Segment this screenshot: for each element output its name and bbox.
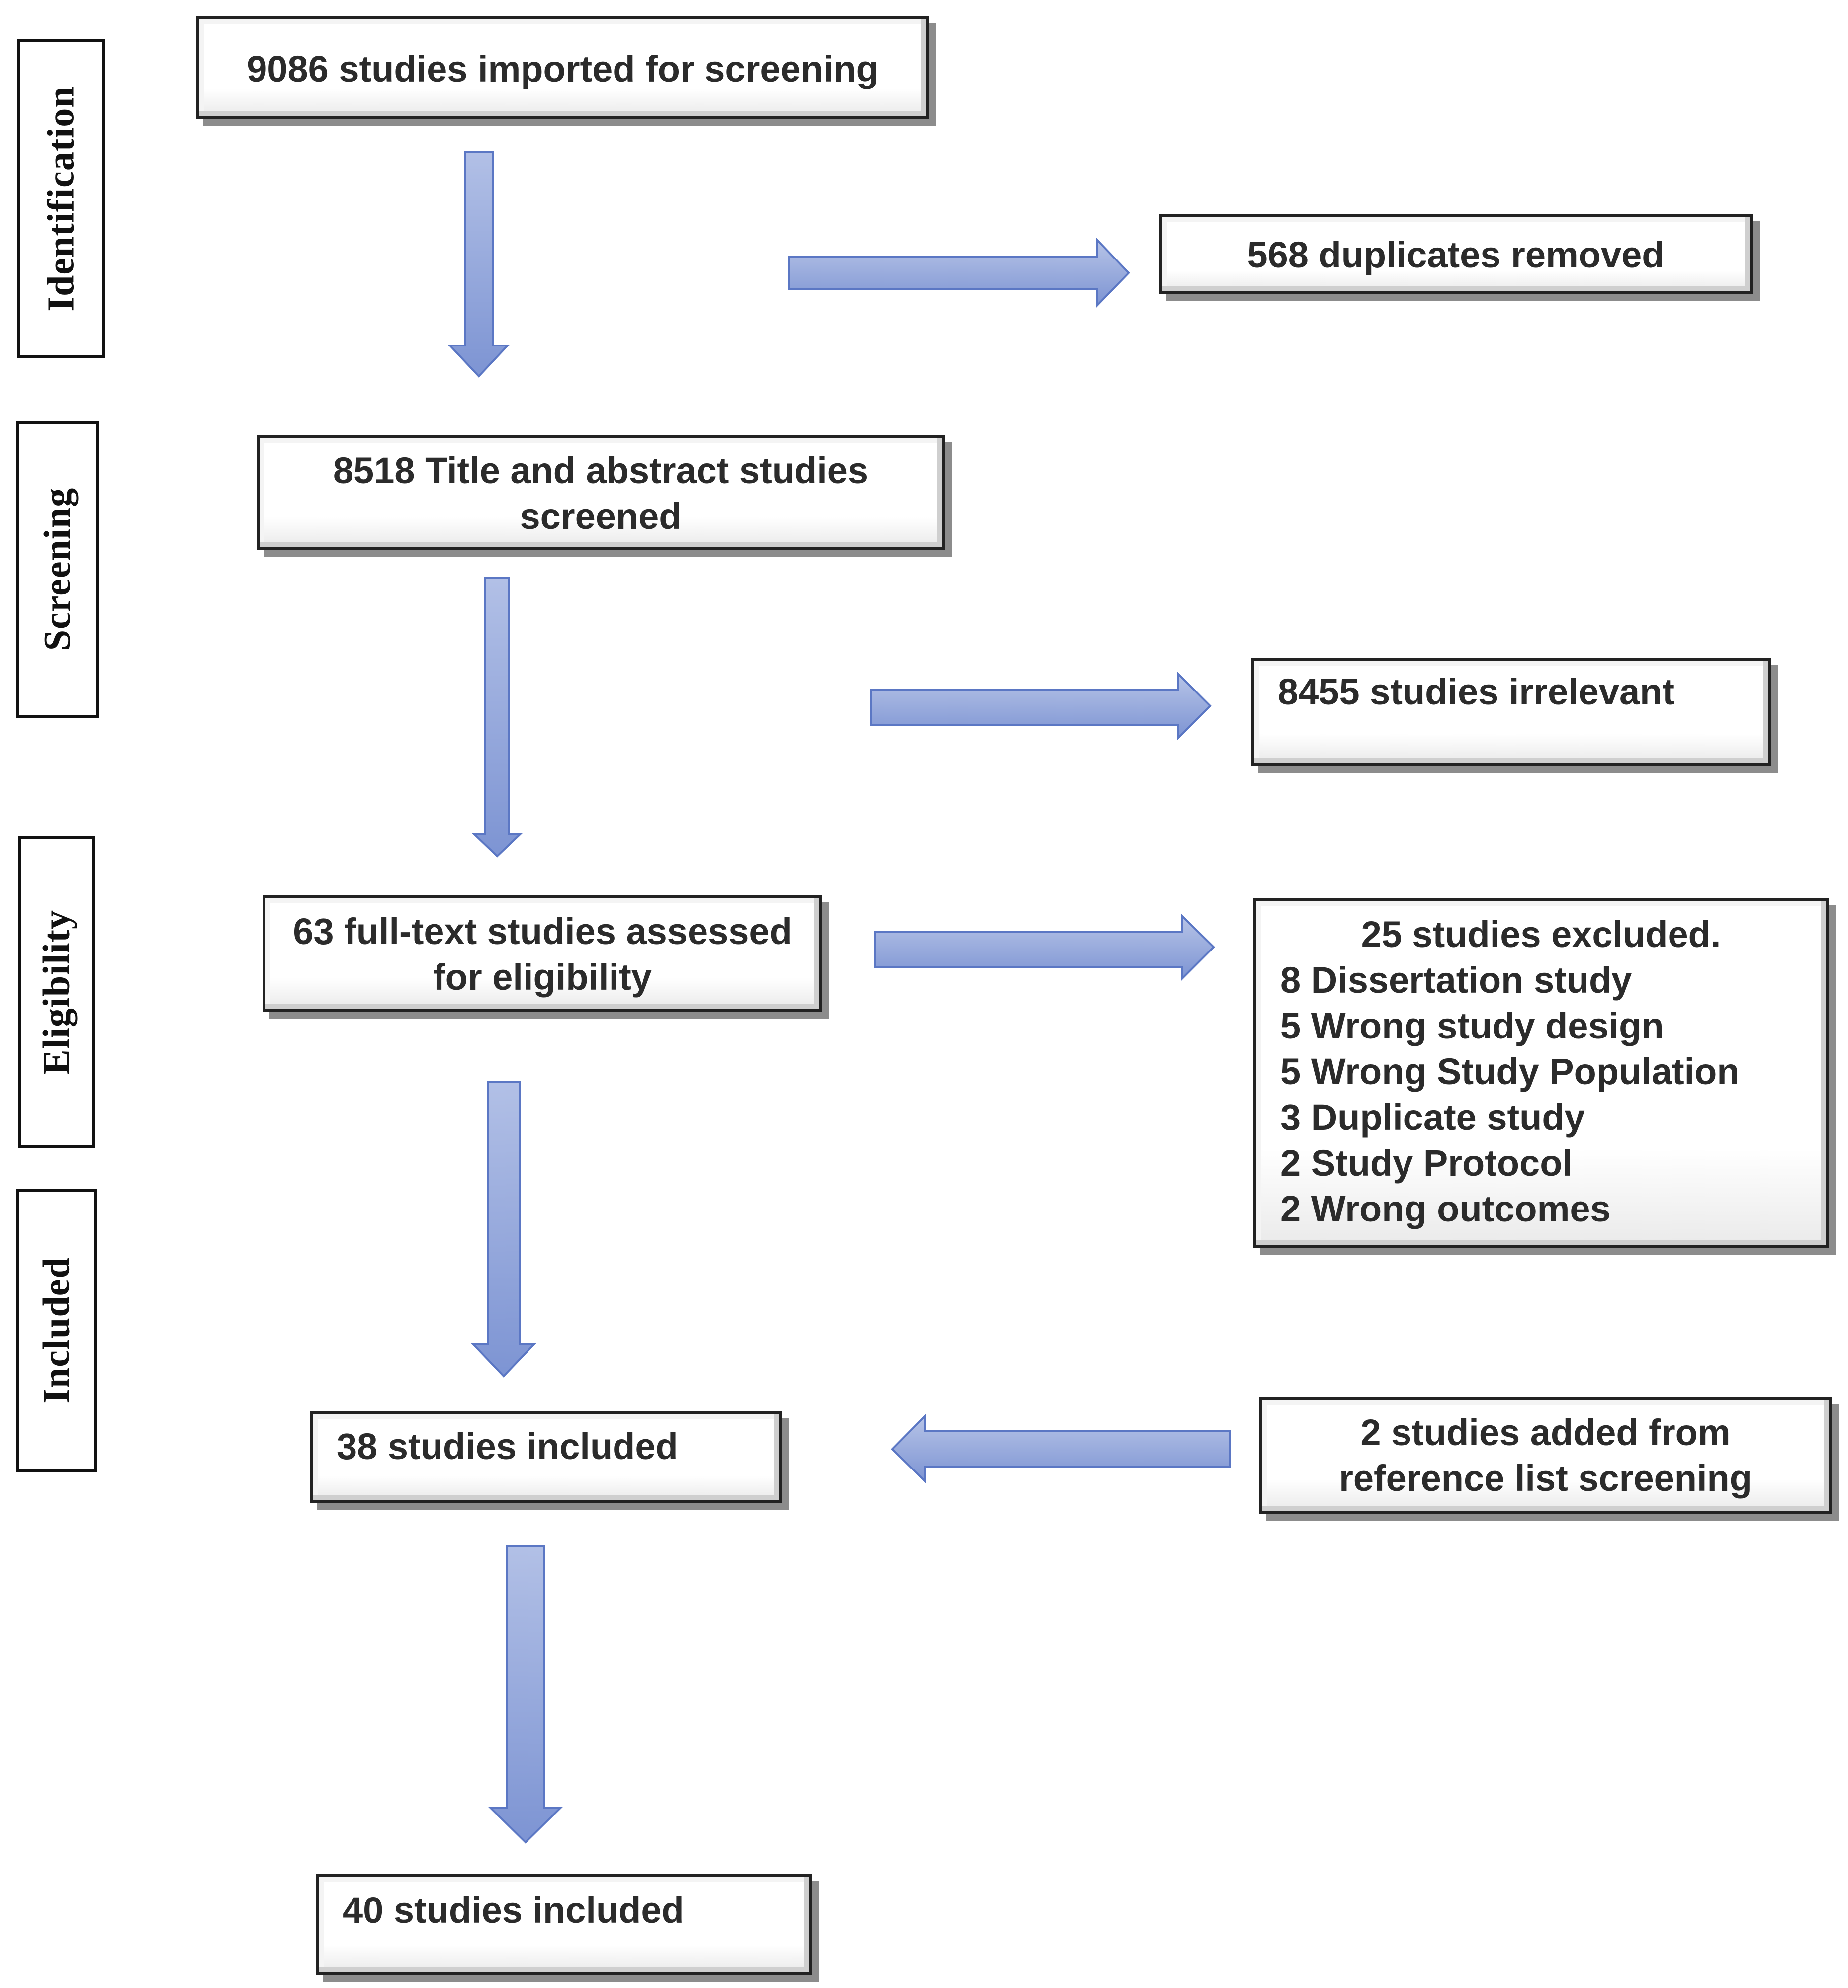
arrow-down-included38-to-included40 <box>488 1545 563 1844</box>
arrow-right-to-irrelevant <box>870 672 1212 740</box>
box-excluded-reason-1: 8 Dissertation study <box>1280 959 1632 1001</box>
box-title-abstract-line-2: screened <box>520 496 682 537</box>
box-duplicates-removed: 568 duplicates removed <box>1159 214 1753 294</box>
arrow-down-imported-to-screened <box>447 151 510 378</box>
stage-label-included: Included <box>16 1189 97 1472</box>
box-excluded-reason-2: 5 Wrong study design <box>1280 1005 1664 1046</box>
box-38-studies-line-1: 38 studies included <box>337 1426 678 1467</box>
box-40-studies-line-1: 40 studies included <box>343 1890 684 1931</box>
box-excluded-reason-6: 2 Wrong outcomes <box>1280 1188 1611 1229</box>
box-title-abstract-line-1: 8518 Title and abstract studies <box>333 450 869 491</box>
stage-label-screening: Screening <box>16 421 99 718</box>
arrow-down-fulltext-to-included38 <box>470 1081 537 1378</box>
box-studies-imported-line-1: 9086 studies imported for screening <box>247 48 879 89</box>
box-added-reference-line-1: 2 studies added from <box>1360 1412 1731 1453</box>
box-full-text-line-1: 63 full-text studies assessed <box>293 911 792 952</box>
box-duplicates-removed-line-1: 568 duplicates removed <box>1247 234 1665 275</box>
box-excluded-reason-3: 5 Wrong Study Population <box>1280 1051 1740 1092</box>
stage-label-eligibility: Eligibility <box>18 836 95 1148</box>
stage-label-identification: Identification <box>17 39 105 358</box>
box-38-studies-included: 38 studies included <box>310 1411 782 1503</box>
box-studies-irrelevant-line-1: 8455 studies irrelevant <box>1278 671 1674 712</box>
arrow-right-to-excluded <box>874 913 1215 981</box>
box-40-studies-included: 40 studies included <box>316 1874 812 1975</box>
box-full-text-line-2: for eligibility <box>433 956 652 998</box>
box-studies-imported: 9086 studies imported for screening <box>196 16 929 119</box>
box-excluded-heading: 25 studies excluded. <box>1361 914 1721 955</box>
box-studies-excluded: 25 studies excluded. 8 Dissertation stud… <box>1253 898 1829 1248</box>
box-excluded-reason-5: 2 Study Protocol <box>1280 1142 1573 1184</box>
box-added-from-reference-list: 2 studies added from reference list scre… <box>1259 1397 1832 1514</box>
arrow-left-from-reference-list <box>891 1413 1231 1484</box>
box-added-reference-line-2: reference list screening <box>1339 1458 1752 1499</box>
arrow-down-screened-to-fulltext <box>471 577 523 858</box>
arrow-right-to-duplicates <box>788 238 1130 308</box>
box-full-text-assessed: 63 full-text studies assessed for eligib… <box>263 895 822 1012</box>
box-title-abstract-screened: 8518 Title and abstract studies screened <box>257 435 945 550</box>
box-excluded-reason-4: 3 Duplicate study <box>1280 1097 1585 1138</box>
box-studies-irrelevant: 8455 studies irrelevant <box>1251 658 1771 766</box>
